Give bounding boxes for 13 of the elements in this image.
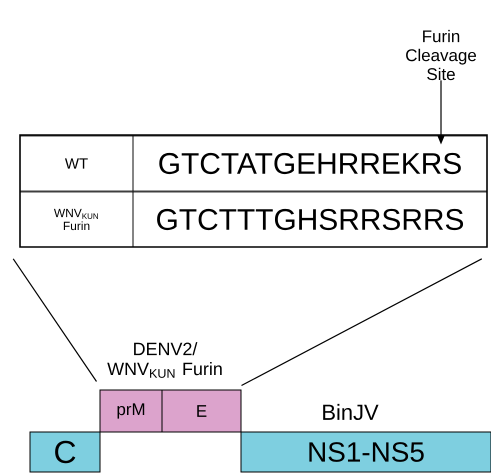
sequence-table: [19, 134, 488, 248]
table-cell: GTCTTTGHSRRSRRS: [132, 192, 488, 248]
gene-segment: C: [30, 432, 100, 472]
zoom-line: [12, 258, 97, 382]
label-text: DENV2/ WNV$_{KUN}$ Furin: [107, 342, 222, 378]
gene-segment: prM: [100, 390, 162, 432]
table-cell: GTCTATGEHRREKRS: [132, 136, 488, 192]
zoom-line: [241, 258, 482, 386]
table-cell: WNV$_{KUN}$ Furin: [20, 192, 134, 248]
gene-segment: NS1-NS5: [240, 432, 491, 472]
gene-segment: E: [162, 390, 242, 432]
annotation-text: Furin Cleavage Site: [406, 30, 476, 80]
table-cell: WT: [20, 136, 134, 192]
